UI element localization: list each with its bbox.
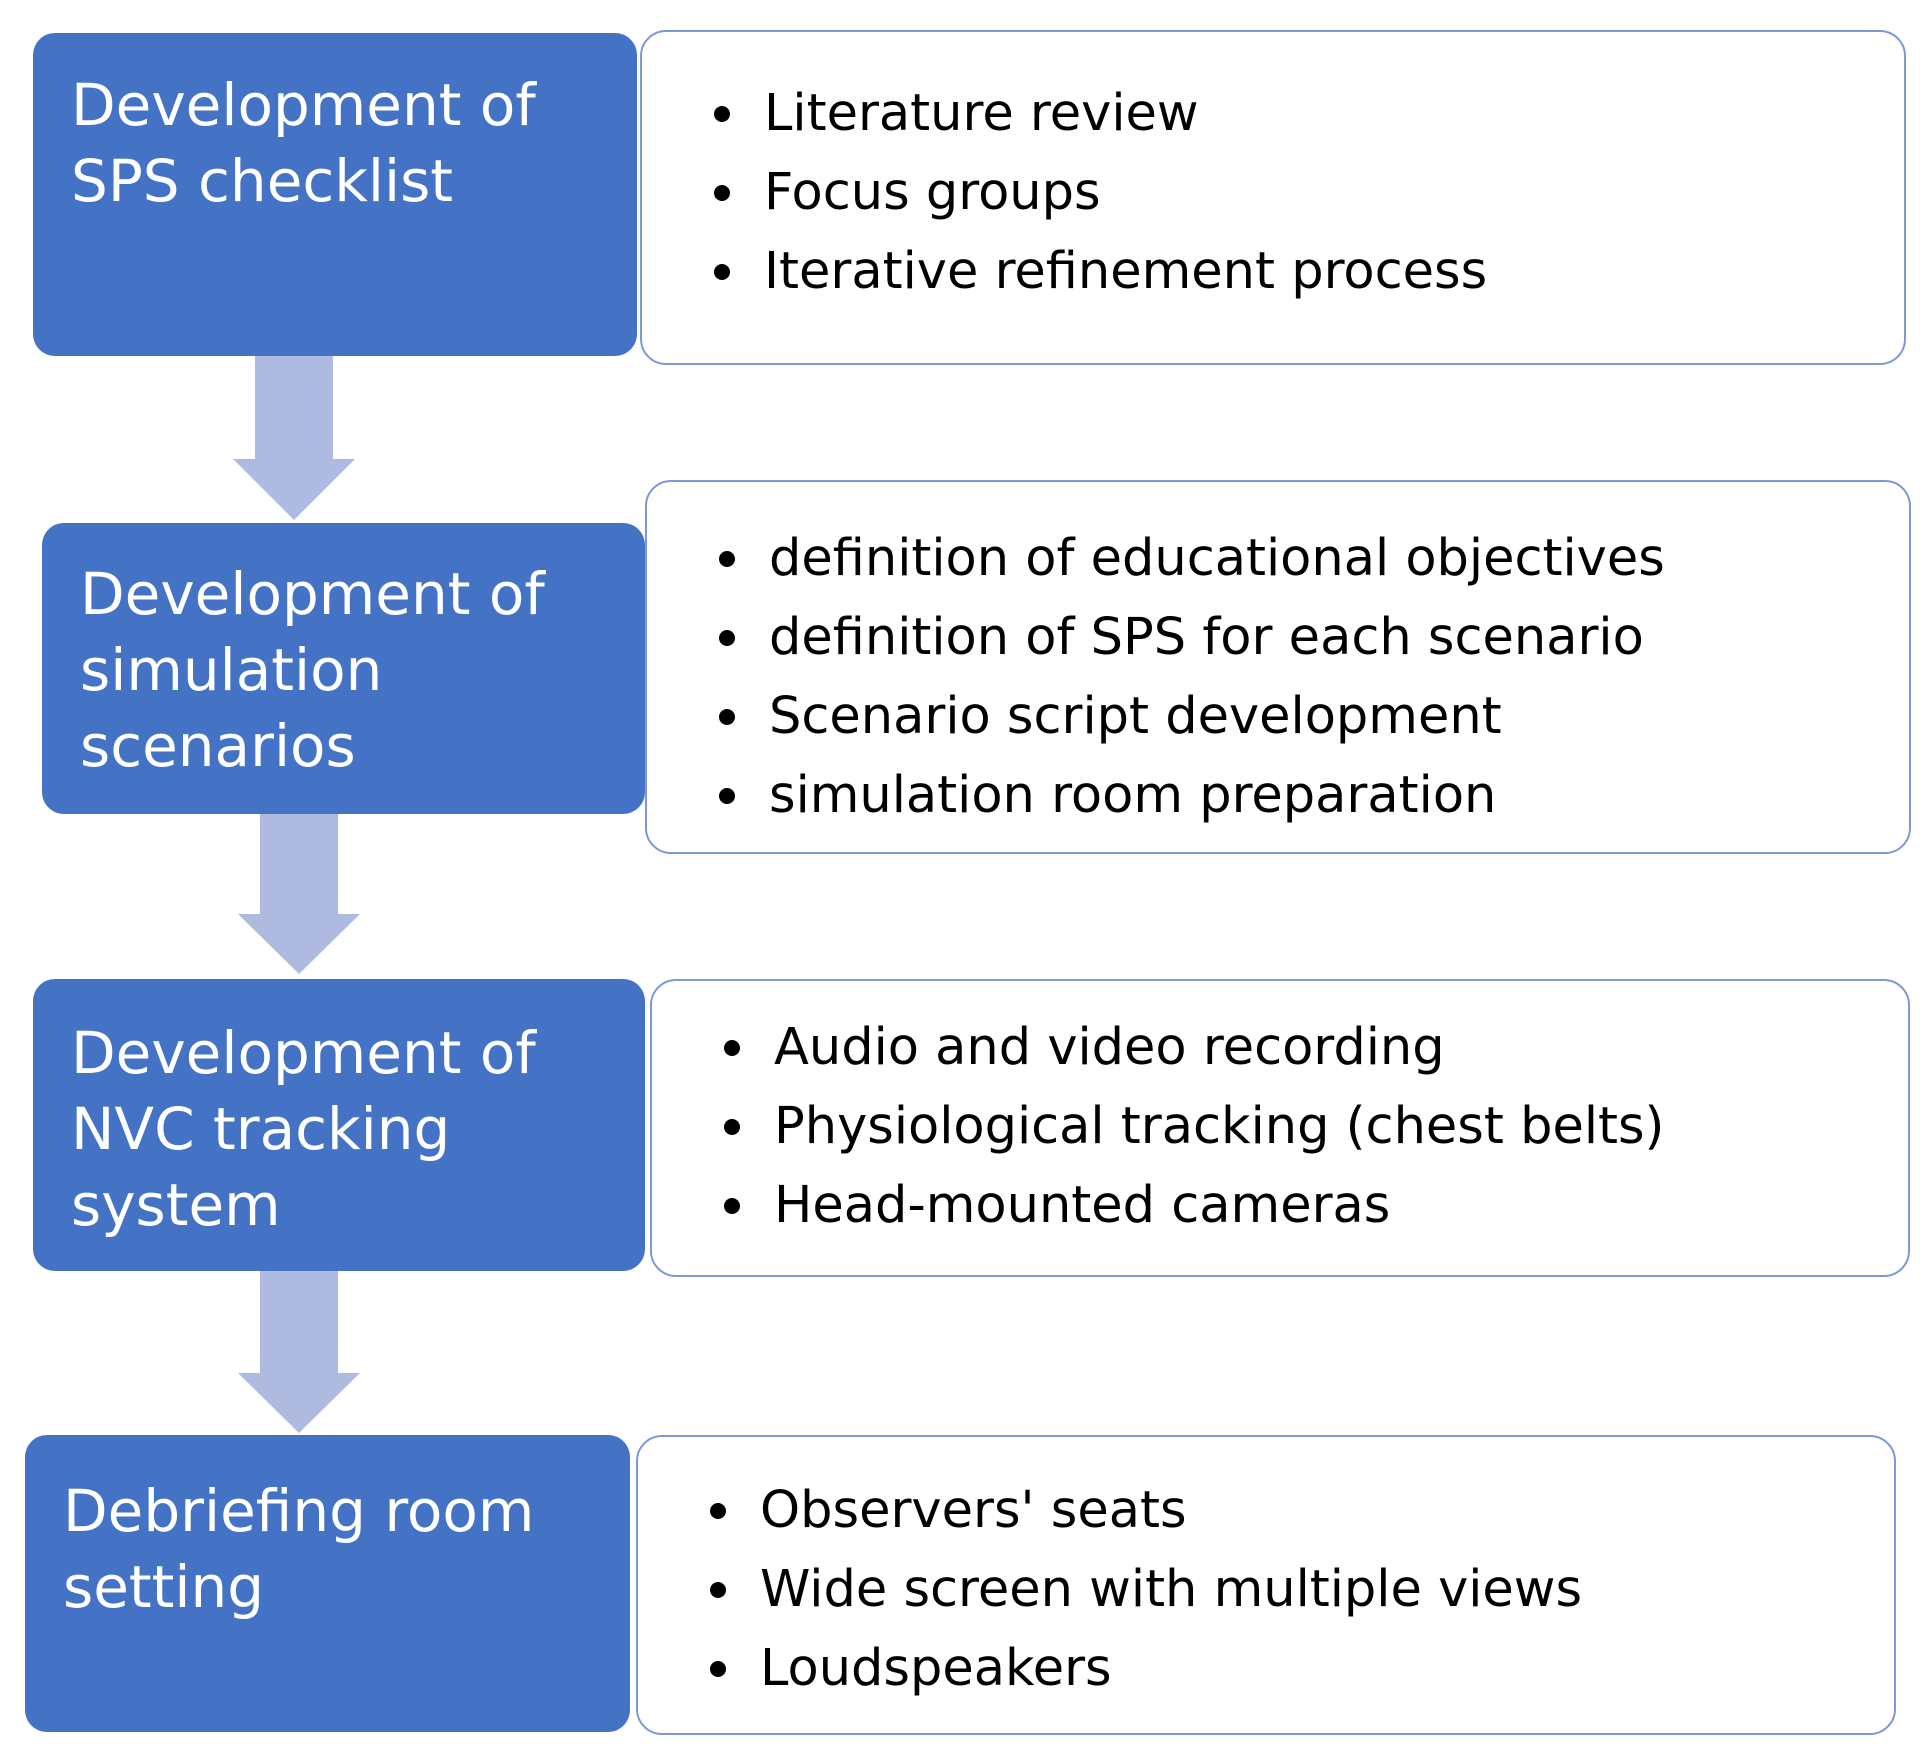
step-3-title-line-1: Development of — [71, 1019, 536, 1087]
step-2-details: definition of educational objectives def… — [645, 480, 1911, 854]
list-item: Scenario script development — [719, 677, 1889, 756]
step-1-list: Literature review Focus groups Iterative… — [714, 74, 1884, 311]
step-1-box: Development of SPS checklist — [33, 33, 637, 356]
step-2-title-line-3: scenarios — [80, 712, 356, 780]
down-arrow-3 — [238, 1271, 360, 1433]
step-4-box: Debriefing room setting — [25, 1435, 630, 1732]
step-4-title-line-2: setting — [63, 1553, 265, 1621]
step-2-title-line-2: simulation — [80, 636, 383, 704]
step-3-title-line-3: system — [71, 1171, 281, 1239]
list-item: Iterative refinement process — [714, 232, 1884, 311]
step-4-title-line-1: Debriefing room — [63, 1477, 535, 1545]
step-1-details: Literature review Focus groups Iterative… — [640, 30, 1906, 365]
step-4-details: Observers' seats Wide screen with multip… — [636, 1435, 1896, 1735]
down-arrow-2 — [238, 814, 360, 974]
step-2-title-line-1: Development of — [80, 560, 545, 628]
step-3-box: Development of NVC tracking system — [33, 979, 645, 1271]
list-item: Loudspeakers — [710, 1629, 1874, 1708]
list-item: Focus groups — [714, 153, 1884, 232]
list-item: definition of SPS for each scenario — [719, 598, 1889, 677]
step-1-title-line-2: SPS checklist — [71, 147, 454, 215]
list-item: Literature review — [714, 74, 1884, 153]
down-arrow-1 — [233, 356, 355, 520]
list-item: Audio and video recording — [724, 1008, 1888, 1087]
list-item: Physiological tracking (chest belts) — [724, 1087, 1888, 1166]
list-item: Observers' seats — [710, 1471, 1874, 1550]
step-2-box: Development of simulation scenarios — [42, 523, 645, 814]
list-item: Head-mounted cameras — [724, 1166, 1888, 1245]
step-3-list: Audio and video recording Physiological … — [724, 1008, 1888, 1245]
step-2-list: definition of educational objectives def… — [719, 519, 1889, 835]
step-4-list: Observers' seats Wide screen with multip… — [710, 1471, 1874, 1708]
step-1-title-line-1: Development of — [71, 71, 536, 139]
list-item: definition of educational objectives — [719, 519, 1889, 598]
list-item: Wide screen with multiple views — [710, 1550, 1874, 1629]
list-item: simulation room preparation — [719, 756, 1889, 835]
step-3-details: Audio and video recording Physiological … — [650, 979, 1910, 1277]
step-3-title-line-2: NVC tracking — [71, 1095, 451, 1163]
